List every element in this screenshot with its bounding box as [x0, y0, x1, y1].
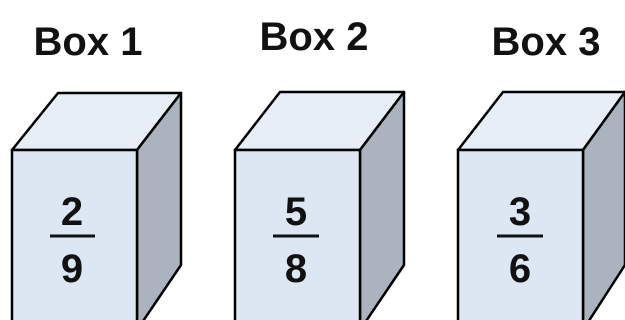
box-2-denominator: 8: [285, 247, 307, 291]
box-3-cube: [456, 90, 625, 320]
box-1-numerator: 2: [61, 190, 83, 234]
box-3-numerator: 3: [509, 190, 531, 234]
box-1-cube: [10, 91, 183, 320]
box-2-title: Box 2: [260, 15, 369, 59]
box-1-denominator: 9: [61, 247, 83, 291]
box-3-denominator: 6: [509, 247, 531, 291]
box-3: Box 3 3 6: [456, 20, 625, 320]
box-2: Box 2 5 8: [233, 15, 406, 320]
box-1: Box 1 2 9: [10, 20, 183, 320]
box-2-numerator: 5: [285, 190, 307, 234]
box-1-title: Box 1: [34, 20, 143, 64]
box-3-title: Box 3: [492, 20, 601, 64]
box-2-cube: [233, 90, 406, 320]
